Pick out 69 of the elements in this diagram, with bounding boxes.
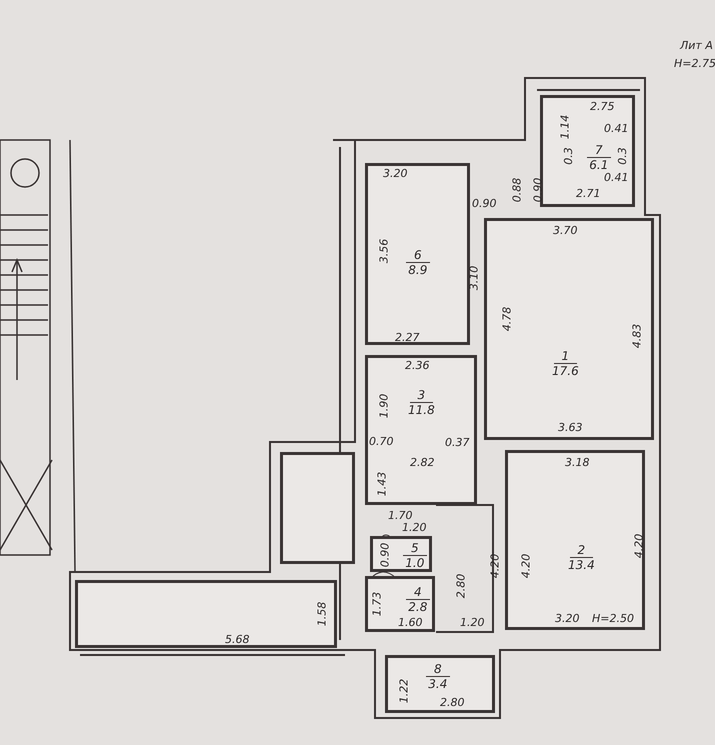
dimension-label: 0.3 (616, 147, 629, 165)
ceiling-height-label: Н=2.75 (674, 58, 715, 70)
room (75, 580, 337, 648)
dimension-label: 4.20 (520, 554, 532, 578)
dimension-label: 2.36 (405, 360, 430, 372)
room-number: 1 (554, 349, 578, 364)
dimension-label: 1.70 (388, 510, 412, 522)
dimension-label: 2.71 (576, 188, 600, 200)
dimension-label: 2.80 (455, 574, 468, 598)
dimension-label: 2.80 (440, 697, 464, 709)
dimension-label: 0.41 (604, 172, 628, 184)
dimension-label: 3.56 (378, 238, 390, 264)
dimension-label: 3.63 (558, 422, 582, 434)
dimension-label: 0.90 (532, 178, 544, 202)
room-number: 6 (406, 248, 430, 263)
dimension-label: 3.10 (468, 266, 480, 290)
room (484, 218, 654, 440)
room (365, 163, 470, 345)
room-number: 2 (570, 543, 594, 558)
room-area: 8.9 (408, 263, 428, 277)
room (280, 452, 355, 564)
room-number: 3 (410, 388, 434, 403)
dimension-label: 2.75 (590, 101, 614, 113)
room-number: 8 (426, 662, 450, 677)
sheet-note: Лит А (680, 40, 713, 52)
room-number: 5 (403, 541, 427, 556)
dimension-label: 0.41 (604, 123, 628, 135)
dimension-label: 4.78 (501, 306, 514, 332)
dimension-label: 0.90 (379, 542, 392, 568)
room-number: 4 (406, 585, 430, 600)
dimension-label: 1.43 (376, 472, 388, 496)
dimension-label: 4.20 (489, 554, 502, 578)
room (540, 95, 635, 207)
dimension-label: 0.70 (369, 436, 394, 448)
dimension-label: 3.20 (555, 613, 580, 625)
dimension-label: 1.22 (398, 678, 410, 704)
dimension-label: 4.20 (633, 534, 646, 558)
dimension-label: 0.90 (472, 198, 496, 210)
room (365, 355, 477, 505)
dimension-label: 2.82 (410, 457, 434, 469)
dimension-label: 1.60 (398, 617, 422, 629)
ceiling-height-label: Н=2.50 (592, 613, 634, 625)
dimension-label: 4.83 (631, 324, 644, 348)
room-area: 2.8 (408, 600, 428, 614)
room (505, 450, 645, 630)
dimension-label: 1.73 (371, 592, 384, 616)
room-area: 17.6 (552, 364, 579, 378)
dimension-label: 3.70 (553, 225, 578, 237)
dimension-label: 1.14 (559, 114, 572, 140)
dimension-label: 3.18 (565, 457, 590, 469)
dimension-label: 0.3 (562, 147, 575, 165)
dimension-label: 5.68 (225, 634, 250, 646)
dimension-label: 3.20 (383, 168, 408, 180)
dimension-label: 1.20 (460, 617, 484, 629)
room (370, 536, 432, 572)
room-area: 3.4 (428, 677, 448, 691)
room-area: 11.8 (408, 403, 435, 417)
room-number: 7 (587, 143, 611, 158)
dimension-label: 1.20 (402, 522, 426, 534)
room-area: 1.0 (405, 556, 424, 570)
dimension-label: 1.90 (378, 394, 390, 418)
dimension-label: 0.88 (511, 178, 524, 202)
room (385, 655, 495, 713)
room-area: 6.1 (589, 158, 608, 172)
dimension-label: 1.58 (316, 602, 328, 626)
room (365, 576, 435, 632)
dimension-label: 0.37 (445, 437, 470, 449)
room-area: 13.4 (568, 558, 595, 572)
dimension-label: 2.27 (395, 332, 420, 344)
